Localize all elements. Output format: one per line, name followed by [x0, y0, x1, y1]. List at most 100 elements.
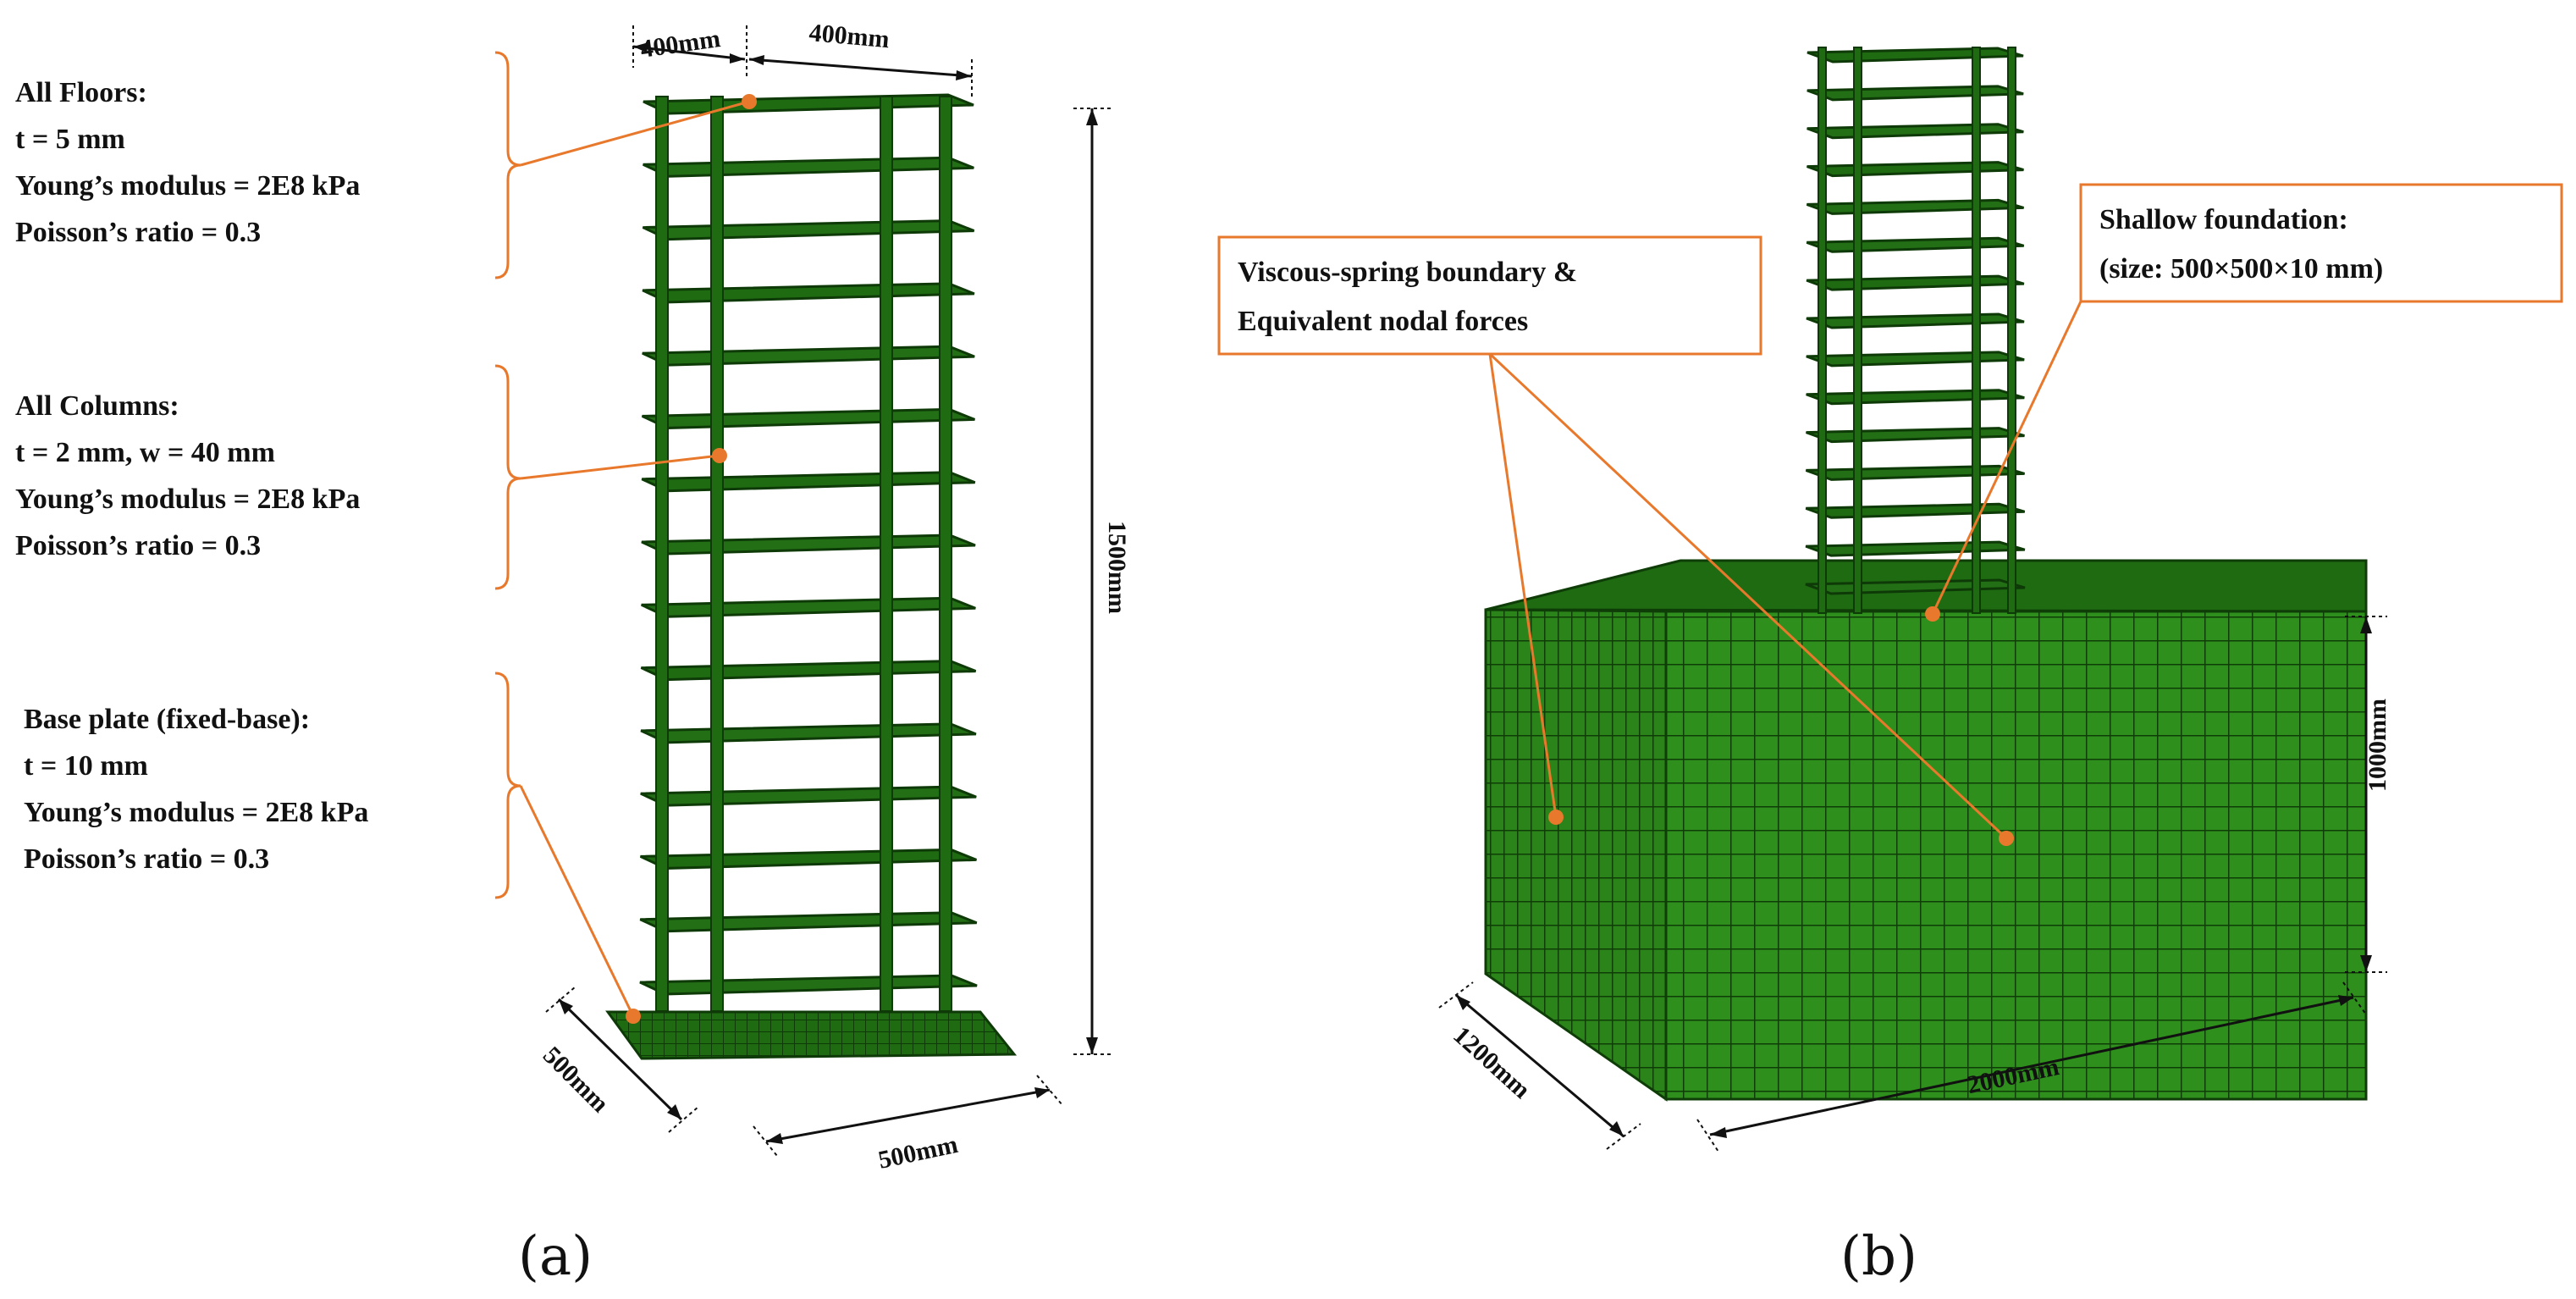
floor-slab	[639, 911, 978, 933]
boundary-dot-front	[1999, 831, 2014, 846]
columns-note-title: All Columns:	[15, 390, 179, 422]
soil-block-front	[1664, 610, 2368, 1101]
panel-b: Viscous-spring boundary & Equivalent nod…	[1217, 47, 2563, 1288]
callout-dots-a	[626, 94, 757, 1024]
column	[710, 96, 724, 1012]
floor-slab	[1805, 464, 2026, 481]
base-note: Base plate (fixed-base): t = 10 mm Young…	[24, 704, 376, 875]
base-bracket	[494, 672, 521, 899]
floor-slab	[643, 93, 974, 115]
floor-slab	[1806, 351, 2025, 368]
dim-soil-height: 1000mm	[2364, 699, 2391, 792]
tower-a-columns	[655, 96, 952, 1012]
base-note-title: Base plate (fixed-base):	[24, 704, 310, 735]
dim-base-width: 500mm	[876, 1130, 961, 1175]
floor-slab	[1805, 540, 2026, 557]
foundation-note: Shallow foundation: (size: 500×500×10 mm…	[2099, 204, 2383, 285]
dimension-lines-a	[557, 45, 1094, 1143]
base-note-line: t = 10 mm	[24, 750, 148, 782]
dimension-arrows-b	[1456, 616, 2372, 1138]
floors-note-line: Poisson’s ratio = 0.3	[15, 217, 261, 248]
column	[1818, 47, 1827, 614]
floor-slab	[1806, 389, 2025, 406]
floor-slab	[1806, 427, 2025, 444]
base-note-line: Poisson’s ratio = 0.3	[24, 843, 269, 875]
dimension-arrows-a	[559, 42, 1098, 1144]
floors-note-line: Young’s modulus = 2E8 kPa	[15, 170, 360, 202]
floor-slab	[1807, 123, 2024, 140]
columns-note: All Columns: t = 2 mm, w = 40 mm Young’s…	[15, 390, 367, 561]
dimension-lines-b	[1455, 616, 2368, 1138]
floor-slab	[641, 533, 976, 556]
floor-slab	[643, 156, 974, 178]
foundation-leader	[1931, 301, 2082, 615]
floor-slab	[641, 407, 975, 429]
dim-height: 1500mm	[1103, 521, 1131, 614]
column	[880, 96, 893, 1012]
foundation-note-box	[2079, 183, 2563, 303]
callout-dots-b	[1548, 606, 2014, 846]
floors-note: All Floors: t = 5 mm Young’s modulus = 2…	[15, 77, 367, 248]
floor-slab	[642, 282, 975, 304]
soil-block-side	[1484, 608, 1668, 1102]
floor-slab	[1806, 274, 2025, 291]
floor-slab	[639, 974, 978, 996]
floor-slab	[1807, 161, 2024, 178]
floor-slab	[640, 722, 977, 744]
callout-leaders-b	[1488, 301, 2082, 840]
tower-a-floors	[639, 93, 978, 996]
boundary-leader-side	[1488, 353, 1558, 818]
column	[655, 96, 669, 1012]
column	[1853, 47, 1862, 614]
dim-top-width-1: 400mm	[638, 25, 722, 64]
column	[1972, 47, 1981, 614]
base-leader	[519, 785, 635, 1017]
callout-leaders-a	[519, 100, 750, 1017]
columns-note-line: t = 2 mm, w = 40 mm	[15, 437, 275, 468]
floor-slab	[640, 660, 977, 682]
floor-slab	[642, 345, 975, 367]
base-plate	[605, 1010, 1018, 1060]
floor-slab	[1807, 85, 2024, 102]
dim-base-depth: 500mm	[538, 1042, 615, 1119]
foundation-note-line: (size: 500×500×10 mm)	[2099, 253, 2383, 285]
boundary-note-box	[1217, 235, 1762, 356]
floor-slab	[1806, 198, 2025, 215]
columns-bracket	[494, 364, 521, 590]
column	[939, 96, 952, 1012]
tower-b-columns	[1818, 47, 2016, 614]
base-note-line: Young’s modulus = 2E8 kPa	[24, 797, 368, 828]
boundary-leader-front	[1488, 352, 2008, 840]
panel-a: All Floors: t = 5 mm Young’s modulus = 2…	[15, 19, 1131, 1288]
floor-slab	[1805, 502, 2026, 519]
dim-soil-depth: 1200mm	[1448, 1021, 1536, 1104]
boundary-note-line: Viscous-spring boundary &	[1238, 257, 1577, 288]
floors-leader	[520, 100, 750, 167]
columns-note-line: Young’s modulus = 2E8 kPa	[15, 484, 360, 515]
boundary-note: Viscous-spring boundary & Equivalent nod…	[1238, 257, 1585, 337]
caption-b: (b)	[1840, 1225, 1917, 1288]
boundary-note-line: Equivalent nodal forces	[1238, 306, 1528, 337]
foundation-note-line: Shallow foundation:	[2099, 204, 2348, 235]
floor-slab	[642, 219, 975, 241]
callout-brackets-a	[494, 51, 521, 899]
tower-b-floors	[1805, 47, 2026, 595]
floor-slab	[640, 785, 977, 807]
floor-slab	[639, 848, 977, 870]
caption-a: (a)	[518, 1225, 593, 1288]
floor-slab	[1806, 236, 2025, 253]
floors-note-title: All Floors:	[15, 77, 147, 108]
boundary-dot-side	[1548, 810, 1564, 825]
floor-slab	[641, 596, 976, 618]
dim-top-width-2: 400mm	[808, 19, 891, 53]
columns-leader	[520, 454, 720, 480]
columns-note-line: Poisson’s ratio = 0.3	[15, 530, 261, 561]
columns-dot	[712, 448, 727, 463]
floors-dot	[742, 94, 757, 109]
floor-slab	[1807, 47, 2024, 64]
column	[2007, 47, 2016, 614]
foundation-dot	[1925, 606, 1940, 622]
floors-note-line: t = 5 mm	[15, 124, 125, 155]
floor-slab	[641, 471, 976, 493]
